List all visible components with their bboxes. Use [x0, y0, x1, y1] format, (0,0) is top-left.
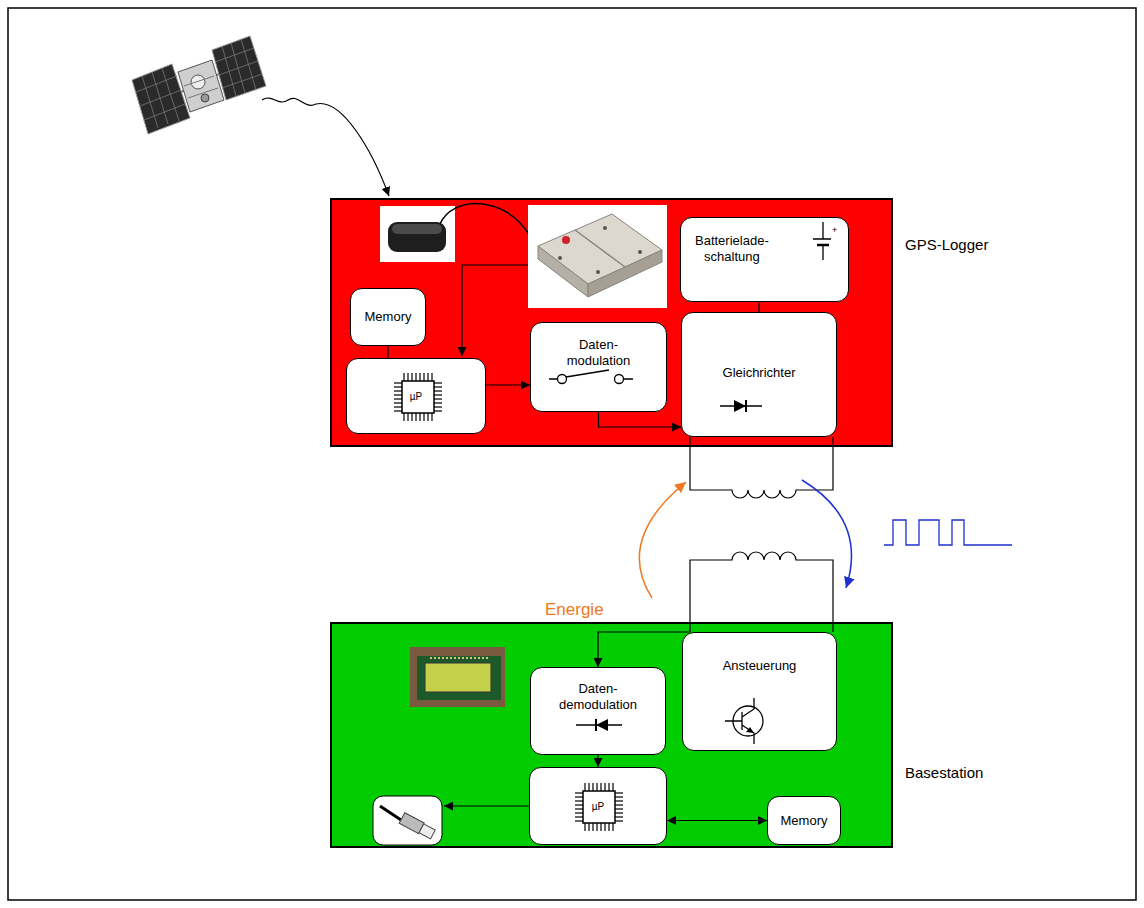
- antenna-picture: [380, 206, 455, 262]
- charger-box: Batterielade- schaltung: [680, 217, 849, 302]
- usb-wire: [444, 805, 529, 806]
- connector: [387, 346, 388, 358]
- connector: [599, 412, 682, 427]
- connector: [667, 820, 767, 821]
- panel-title: GPS-Logger: [905, 236, 988, 253]
- square-wave: [884, 520, 1012, 545]
- box-label: Ansteuerung: [723, 658, 797, 674]
- rectifier-box: Gleichrichter: [681, 312, 837, 437]
- connector: [597, 755, 598, 767]
- gps-module-picture: [528, 205, 667, 308]
- polarity-mark: +: [832, 226, 837, 236]
- antenna-cable: [440, 204, 530, 236]
- processor-box: µP: [529, 767, 667, 845]
- diode-symbol: [576, 717, 622, 733]
- display-picture: [410, 647, 505, 707]
- box-label: Memory: [365, 309, 412, 325]
- basestation-panel: BasestationDaten- demodulationAnsteuerun…: [330, 622, 893, 848]
- usb-box: [373, 796, 442, 845]
- lower-coil: [690, 552, 833, 632]
- connector: [598, 632, 690, 667]
- radio-signal: [262, 98, 389, 196]
- module-wire: [462, 265, 528, 356]
- driver-box: Ansteuerung: [682, 632, 837, 751]
- satellite-picture: [132, 36, 266, 134]
- box-label: Daten- demodulation: [559, 681, 637, 713]
- box-label: Gleichrichter: [723, 365, 796, 381]
- box-label: Daten- modulation: [567, 337, 631, 369]
- modulation-box: Daten- modulation: [530, 322, 667, 412]
- processor-box: µP: [346, 358, 486, 434]
- diode-symbol: [720, 398, 770, 414]
- transistor-symbol: [723, 696, 773, 746]
- box-label: Batterielade- schaltung: [695, 233, 769, 265]
- gps-logger-panel: GPS-LoggerMemoryµPDaten- modulationBatte…: [330, 198, 893, 447]
- frame: [8, 8, 1136, 900]
- connector: [758, 302, 759, 312]
- box-label: µP: [410, 391, 422, 403]
- energy-label: Energie: [545, 601, 604, 620]
- switch-symbol: [549, 369, 649, 389]
- demodulation-box: Daten- demodulation: [530, 667, 666, 755]
- box-label: Memory: [781, 813, 828, 829]
- upper-coil: [690, 437, 833, 498]
- memory-box: Memory: [767, 796, 841, 845]
- panel-title: Basestation: [905, 764, 983, 781]
- energy-arrow: [639, 482, 686, 598]
- memory-box: Memory: [350, 288, 426, 346]
- box-label: µP: [592, 801, 604, 813]
- connector: [486, 384, 530, 385]
- data-arrow: [802, 480, 852, 588]
